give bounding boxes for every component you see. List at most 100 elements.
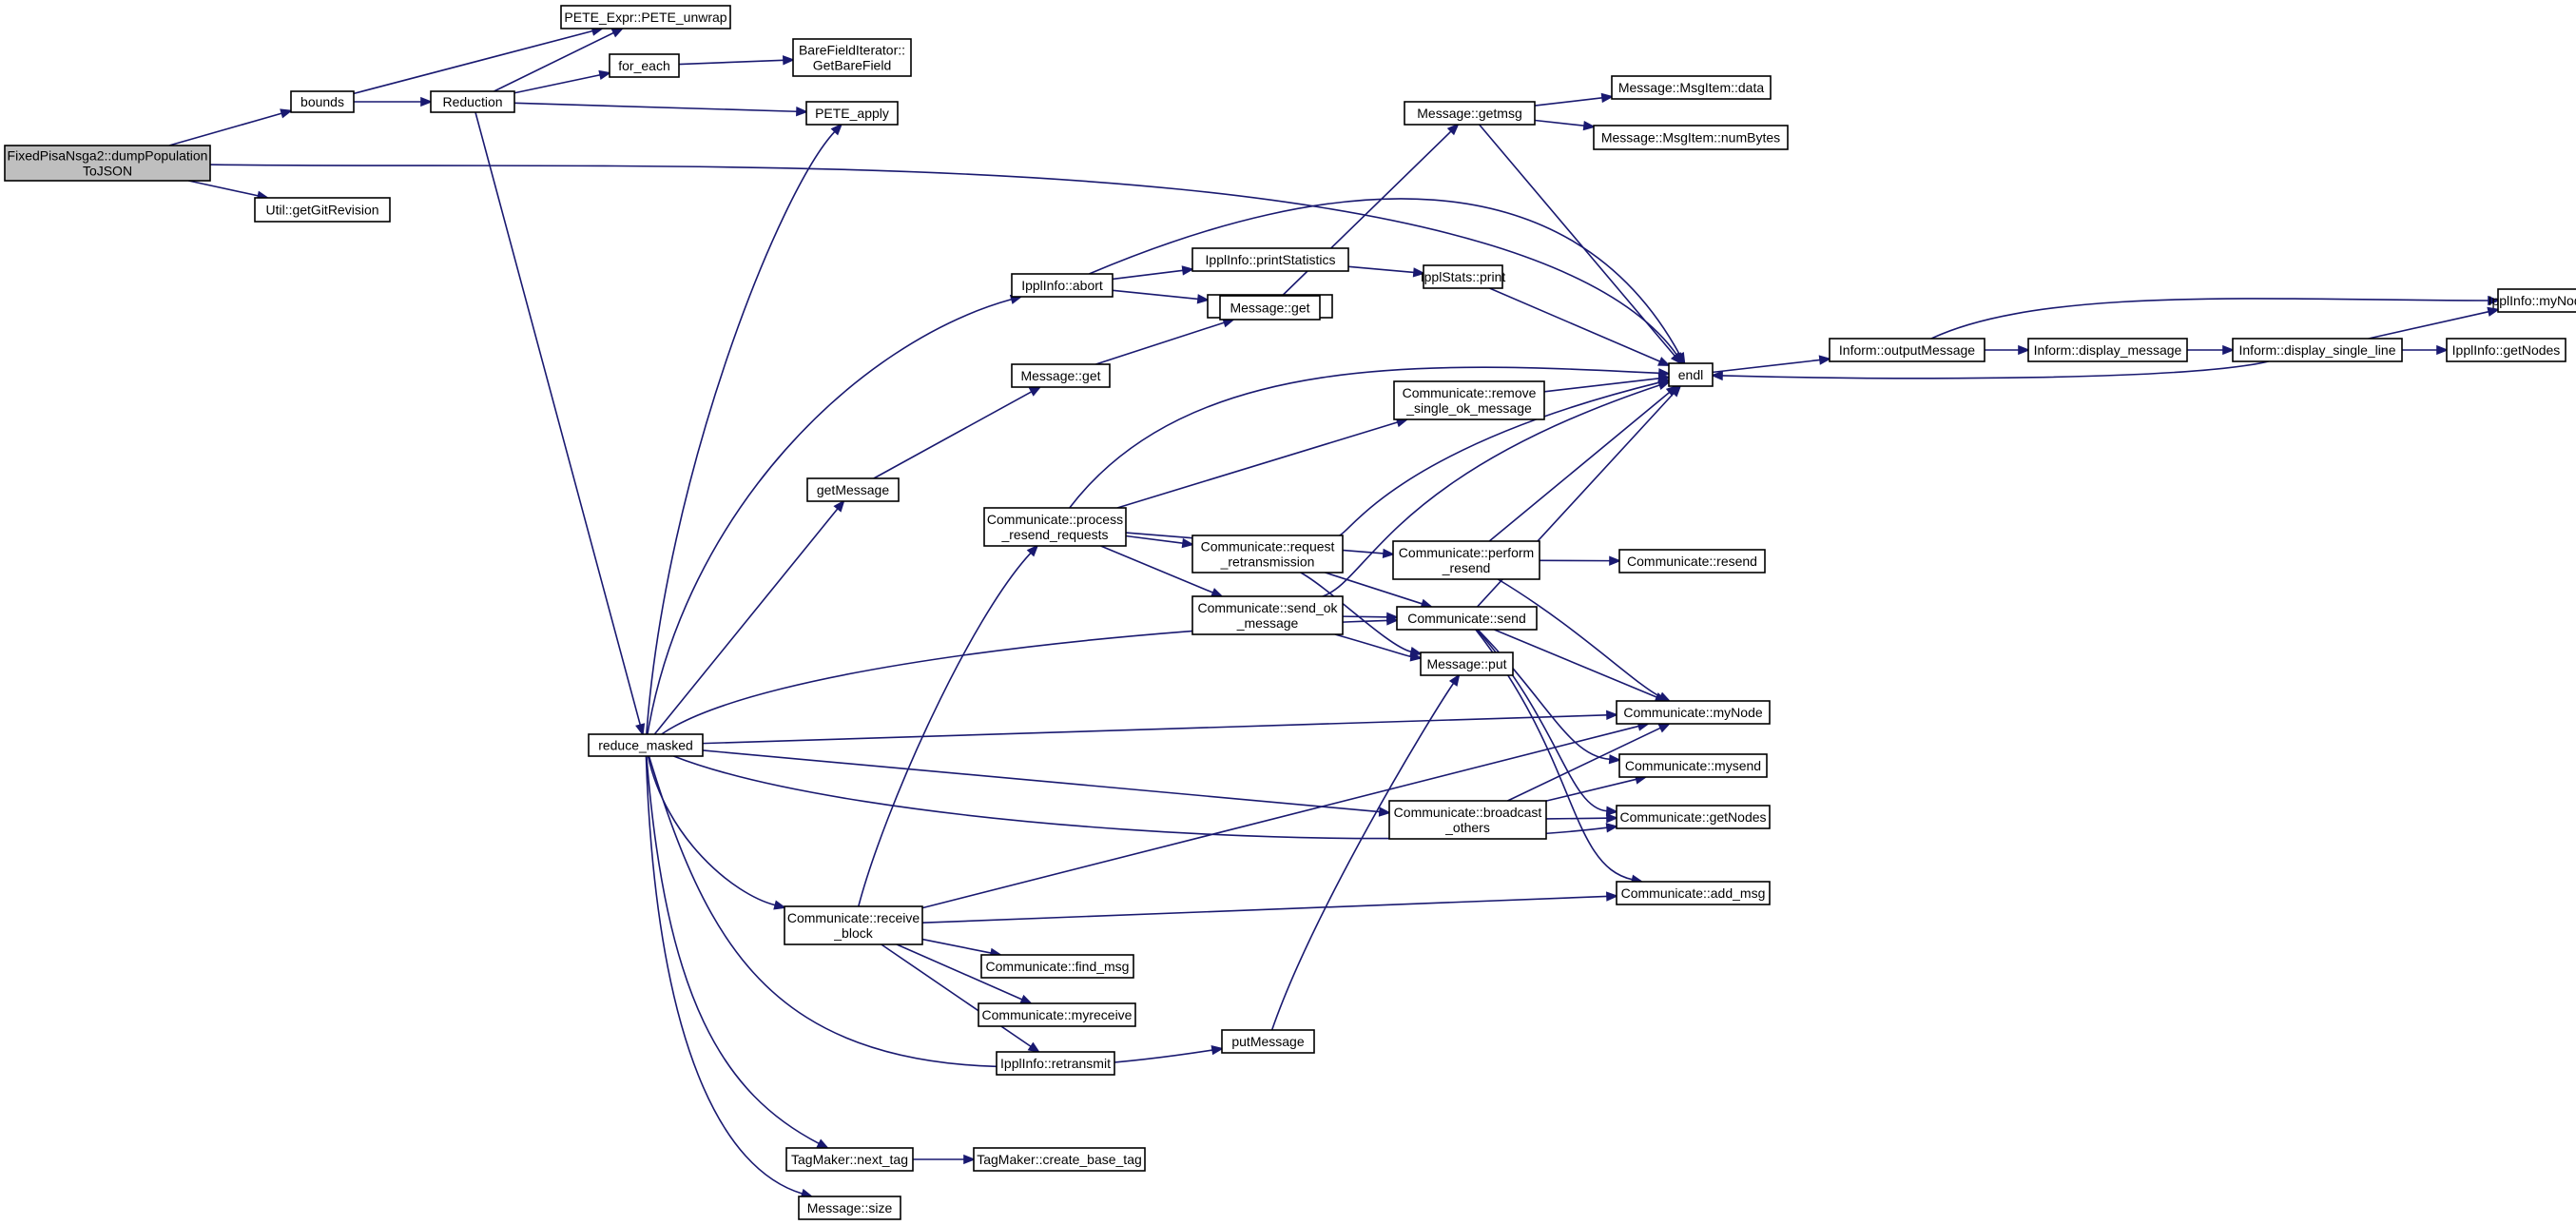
node-foreach[interactable]: for_each bbox=[609, 53, 680, 78]
node-endl[interactable]: endl bbox=[1668, 362, 1714, 387]
node-box bbox=[806, 477, 900, 502]
edge-line bbox=[1721, 360, 2269, 379]
edge-endl-to-outmsg bbox=[1712, 355, 1832, 374]
node-msgdata[interactable]: Message::MsgItem::data bbox=[1611, 75, 1772, 100]
node-label: Inform::display_single_line bbox=[2239, 342, 2396, 358]
node-peteapply[interactable]: PETE_apply bbox=[805, 101, 899, 126]
node-label: for_each bbox=[618, 58, 669, 73]
node-sendok[interactable]: Communicate::send_ok_message bbox=[1191, 595, 1344, 635]
node-msgget1[interactable]: Message::get bbox=[1219, 295, 1321, 321]
node-label: Inform::outputMessage bbox=[1839, 342, 1975, 358]
node-label: _others bbox=[1444, 820, 1490, 835]
node-createbasetag[interactable]: TagMaker::create_base_tag bbox=[973, 1147, 1146, 1172]
node-box bbox=[560, 5, 731, 29]
edge-putmessage-to-msgput bbox=[1270, 673, 1461, 1031]
node-label: Communicate::process bbox=[987, 512, 1123, 527]
node-broadcast[interactable]: Communicate::broadcast_others bbox=[1388, 800, 1547, 840]
node-label: IpplInfo::retransmit bbox=[1000, 1056, 1111, 1071]
edge-outmsg-to-ipplmynode bbox=[1930, 295, 2501, 340]
edge-arrowhead bbox=[1608, 754, 1622, 765]
node-box bbox=[1616, 805, 1771, 829]
node-git[interactable]: Util::getGitRevision bbox=[254, 197, 391, 223]
node-msgnumbytes[interactable]: Message::MsgItem::numBytes bbox=[1593, 125, 1789, 150]
node-commmynode[interactable]: Communicate::myNode bbox=[1616, 700, 1771, 725]
node-msgget2[interactable]: Message::get bbox=[1011, 363, 1111, 388]
node-printstats[interactable]: IpplInfo::printStatistics bbox=[1191, 247, 1349, 272]
node-ipplmynode[interactable]: IpplInfo::myNode bbox=[2489, 288, 2576, 313]
edge-reducemasked-to-getmessage bbox=[653, 499, 845, 735]
node-processresend[interactable]: Communicate::process_resend_requests bbox=[983, 507, 1127, 547]
node-send[interactable]: Communicate::send bbox=[1396, 606, 1538, 631]
node-myreceive[interactable]: Communicate::myreceive bbox=[978, 1002, 1136, 1027]
node-petewrap[interactable]: PETE_Expr::PETE_unwrap bbox=[560, 5, 731, 29]
edge-root-to-endl bbox=[209, 164, 1684, 365]
node-requestretrans[interactable]: Communicate::request_retransmission bbox=[1191, 535, 1344, 574]
edge-arrowhead bbox=[2488, 295, 2501, 306]
node-reducemasked[interactable]: reduce_masked bbox=[588, 733, 704, 757]
node-findmsg[interactable]: Communicate::find_msg bbox=[980, 954, 1134, 979]
node-label: IpplInfo::abort bbox=[1021, 278, 1103, 293]
edge-reducemasked-to-peteapply bbox=[646, 123, 843, 735]
node-removeok[interactable]: Communicate::remove_single_ok_message bbox=[1393, 380, 1545, 420]
node-retransmit[interactable]: IpplInfo::retransmit bbox=[996, 1051, 1115, 1076]
node-label: putMessage bbox=[1231, 1034, 1304, 1049]
edge-arrowhead bbox=[2018, 344, 2031, 356]
edge-sendok-to-send bbox=[1342, 612, 1400, 622]
edge-line bbox=[921, 895, 1608, 924]
node-label: Communicate::receive bbox=[787, 910, 920, 925]
node-label: Message::put bbox=[1426, 656, 1506, 671]
node-box bbox=[2446, 338, 2566, 362]
edge-arrowhead bbox=[610, 28, 625, 38]
node-performresend[interactable]: Communicate::perform_resend bbox=[1392, 540, 1540, 580]
node-addmsg[interactable]: Communicate::add_msg bbox=[1616, 881, 1771, 905]
node-box bbox=[1668, 362, 1714, 387]
node-msgput[interactable]: Message::put bbox=[1420, 651, 1514, 676]
node-getmsg[interactable]: Message::getmsg bbox=[1404, 101, 1536, 126]
edge-arrowhead bbox=[2436, 344, 2450, 356]
edge-line bbox=[702, 749, 1381, 813]
node-barefield[interactable]: BareFieldIterator::GetBareField bbox=[792, 38, 912, 77]
node-msgsize[interactable]: Message::size bbox=[798, 1196, 901, 1220]
edge-arrowhead bbox=[280, 108, 294, 119]
node-label: Communicate::mysend bbox=[1625, 758, 1761, 773]
node-label: _resend bbox=[1442, 560, 1491, 575]
node-abort[interactable]: IpplInfo::abort bbox=[1011, 273, 1114, 298]
node-label: Communicate::broadcast bbox=[1394, 805, 1542, 820]
node-getmessage[interactable]: getMessage bbox=[806, 477, 900, 502]
node-dispmsg[interactable]: Inform::display_message bbox=[2027, 338, 2188, 362]
edge-arrowhead bbox=[1582, 120, 1597, 131]
node-bounds[interactable]: bounds bbox=[290, 90, 355, 113]
node-nexttag[interactable]: TagMaker::next_tag bbox=[785, 1147, 914, 1172]
node-outmsg[interactable]: Inform::outputMessage bbox=[1829, 338, 1985, 362]
node-displine[interactable]: Inform::display_single_line bbox=[2232, 338, 2403, 362]
edge-line bbox=[1334, 633, 1412, 658]
node-box bbox=[1191, 595, 1344, 635]
edge-line bbox=[653, 508, 839, 735]
edge-getmsg-to-msgdata bbox=[1534, 92, 1615, 107]
node-receiveblock[interactable]: Communicate::receive_block bbox=[784, 905, 923, 945]
node-resend[interactable]: Communicate::resend bbox=[1618, 549, 1766, 574]
edge-line bbox=[1488, 391, 1671, 542]
node-label: GetBareField bbox=[813, 58, 891, 73]
node-ipplgetnodes[interactable]: IpplInfo::getNodes bbox=[2446, 338, 2566, 362]
node-label: Communicate::myreceive bbox=[982, 1007, 1133, 1022]
edge-arrowhead bbox=[1657, 380, 1672, 390]
edge-line bbox=[513, 73, 601, 94]
edge-removeok-to-endl bbox=[1543, 373, 1672, 393]
node-getnodes[interactable]: Communicate::getNodes bbox=[1616, 805, 1771, 829]
edge-line bbox=[1930, 298, 2489, 340]
node-label: Communicate::myNode bbox=[1623, 705, 1762, 720]
node-box bbox=[1392, 540, 1540, 580]
edge-arrowhead bbox=[1818, 355, 1832, 365]
node-label: Message::size bbox=[807, 1200, 893, 1215]
node-mysend[interactable]: Communicate::mysend bbox=[1618, 753, 1768, 778]
node-box bbox=[792, 38, 912, 77]
edge-line bbox=[1322, 384, 1660, 597]
node-statsprint[interactable]: IpplStats::print bbox=[1421, 264, 1506, 289]
node-box bbox=[254, 197, 391, 223]
node-label: Communicate::getNodes bbox=[1619, 809, 1766, 825]
node-putmessage[interactable]: putMessage bbox=[1221, 1029, 1315, 1054]
node-reduction[interactable]: Reduction bbox=[430, 90, 515, 113]
edge-line bbox=[1347, 265, 1415, 274]
